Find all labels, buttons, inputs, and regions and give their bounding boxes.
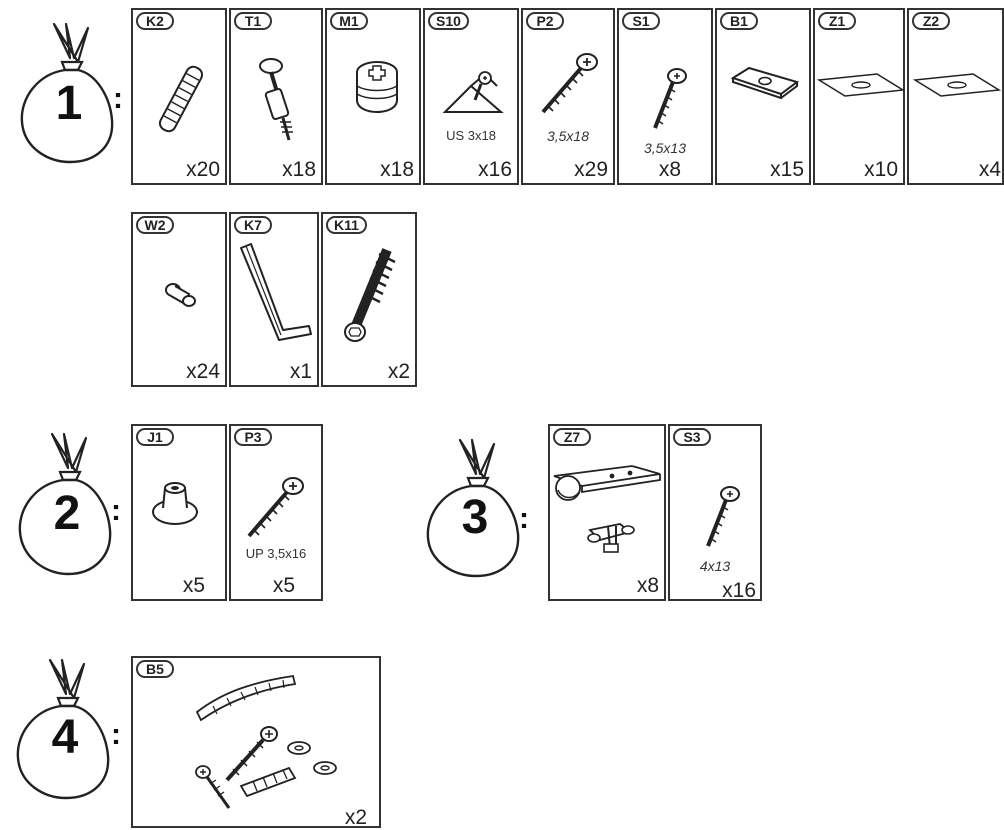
- bag-2-number: 2: [40, 486, 94, 541]
- part-M1: M1 x18: [325, 8, 421, 185]
- part-code-badge: K7: [234, 216, 272, 234]
- part-code-badge: K2: [136, 12, 174, 30]
- part-Z7: Z7 x8: [548, 424, 666, 601]
- part-quantity: x8: [637, 574, 659, 598]
- hex-key-icon: [237, 240, 315, 344]
- part-W2: W2 x24: [131, 212, 227, 387]
- part-B1: B1 x15: [715, 8, 811, 185]
- part-quantity: x5: [183, 574, 205, 598]
- part-S1: S1 3,5x13 x8: [617, 8, 713, 185]
- part-size-label: US 3x18: [425, 128, 517, 143]
- part-quantity: x29: [574, 158, 608, 182]
- shelf-support-screw-icon: [441, 56, 505, 118]
- part-code-badge: Z1: [818, 12, 856, 30]
- part-code-badge: K11: [326, 216, 367, 234]
- part-K7: K7 x1: [229, 212, 319, 387]
- part-quantity: x16: [722, 579, 756, 603]
- part-code-badge: S10: [428, 12, 469, 30]
- dowel-icon: [159, 60, 203, 138]
- part-quantity: x10: [864, 158, 898, 182]
- cover-sticker-icon: [913, 70, 1001, 100]
- part-P2: P2 3,5x18 x29: [521, 8, 615, 185]
- part-Z2: Z2 x4: [907, 8, 1004, 185]
- part-quantity: x2: [345, 806, 367, 830]
- bag-1-colon: :: [113, 82, 123, 116]
- part-size-label: 3,5x18: [523, 128, 613, 144]
- pan-head-screw-icon: [537, 46, 603, 120]
- part-size-label: UP 3,5x16: [231, 546, 321, 561]
- part-size-label: 4x13: [670, 558, 760, 574]
- part-code-badge: Z2: [912, 12, 950, 30]
- part-quantity: x15: [770, 158, 804, 182]
- bag-1-number: 1: [42, 76, 96, 131]
- part-K11: K11 x2: [321, 212, 417, 387]
- part-code-badge: T1: [234, 12, 272, 30]
- pan-head-screw-icon: [243, 470, 309, 544]
- part-code-badge: Z7: [553, 428, 591, 446]
- part-B5: B5 x2: [131, 656, 381, 828]
- hinge-icon: [552, 460, 664, 570]
- countersunk-screw-icon: [700, 482, 744, 552]
- part-T1: T1 x18: [229, 8, 323, 185]
- part-quantity: x5: [273, 574, 295, 598]
- part-Z1: Z1 x10: [813, 8, 905, 185]
- connector-screw-icon: [341, 244, 401, 348]
- part-quantity: x18: [282, 158, 316, 182]
- part-size-label: 3,5x13: [619, 140, 711, 156]
- part-code-badge: S1: [622, 12, 660, 30]
- cam-lock-icon: [349, 56, 405, 118]
- part-code-badge: P3: [234, 428, 272, 446]
- part-code-badge: W2: [136, 216, 174, 234]
- part-J1: J1 x5: [131, 424, 227, 601]
- glide-foot-icon: [149, 478, 205, 528]
- bag-4-number: 4: [38, 710, 92, 765]
- part-P3: P3 UP 3,5x16 x5: [229, 424, 323, 601]
- part-code-badge: J1: [136, 428, 174, 446]
- cover-sticker-icon: [817, 70, 905, 100]
- part-quantity: x1: [290, 360, 312, 384]
- part-quantity: x18: [380, 158, 414, 182]
- part-code-badge: S3: [673, 428, 711, 446]
- pin-icon: [161, 280, 201, 312]
- part-quantity: x16: [478, 158, 512, 182]
- cam-bolt-icon: [253, 52, 303, 144]
- bag-3-colon: :: [519, 502, 529, 536]
- part-quantity: x8: [659, 158, 681, 182]
- part-quantity: x24: [186, 360, 220, 384]
- part-S3: S3 4x13 x16: [668, 424, 762, 601]
- plate-icon: [729, 62, 801, 102]
- bag-4-colon: :: [111, 718, 121, 752]
- bag-3-number: 3: [448, 490, 502, 545]
- part-code-badge: M1: [330, 12, 368, 30]
- bag-2-colon: :: [111, 494, 121, 528]
- part-quantity: x2: [388, 360, 410, 384]
- part-code-badge: P2: [526, 12, 564, 30]
- part-code-badge: B1: [720, 12, 758, 30]
- part-K2: K2 x20: [131, 8, 227, 185]
- part-S10: S10 US 3x18 x16: [423, 8, 519, 185]
- part-code-badge: B5: [136, 660, 174, 678]
- part-quantity: x4: [979, 158, 1001, 182]
- wall-fixing-kit-icon: [183, 672, 363, 812]
- countersunk-screw-icon: [647, 64, 691, 134]
- part-quantity: x20: [186, 158, 220, 182]
